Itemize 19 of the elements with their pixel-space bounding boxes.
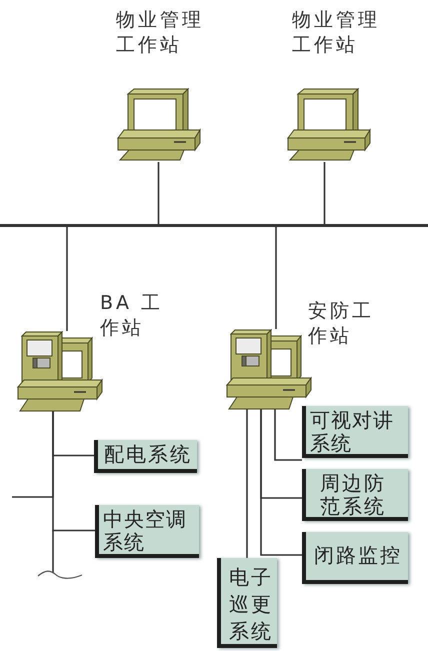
connector-line — [66, 227, 68, 331]
workstation-label: BA 工作站 — [100, 291, 164, 341]
system-box: 周边防范系统 — [302, 469, 408, 521]
network-bus-line — [0, 224, 428, 227]
connector-line — [246, 408, 248, 558]
connector-line — [324, 162, 326, 224]
connector-line — [158, 162, 160, 224]
system-box: 电子巡更系统 — [217, 558, 277, 648]
workstation-label: 物业管理工作站 — [292, 8, 381, 58]
workstation-label: 安防工作站 — [308, 299, 375, 349]
system-box: 可视对讲系统 — [302, 406, 408, 458]
connector-line — [260, 408, 302, 556]
system-box: 配电系统 — [94, 440, 197, 473]
connector-line — [274, 408, 302, 461]
system-box: 闭路监控 — [302, 532, 408, 584]
workstation-label: 物业管理工作站 — [116, 8, 205, 58]
connector-line — [52, 411, 95, 532]
system-box: 中央空调系统 — [95, 505, 199, 558]
connector-line — [275, 227, 277, 329]
